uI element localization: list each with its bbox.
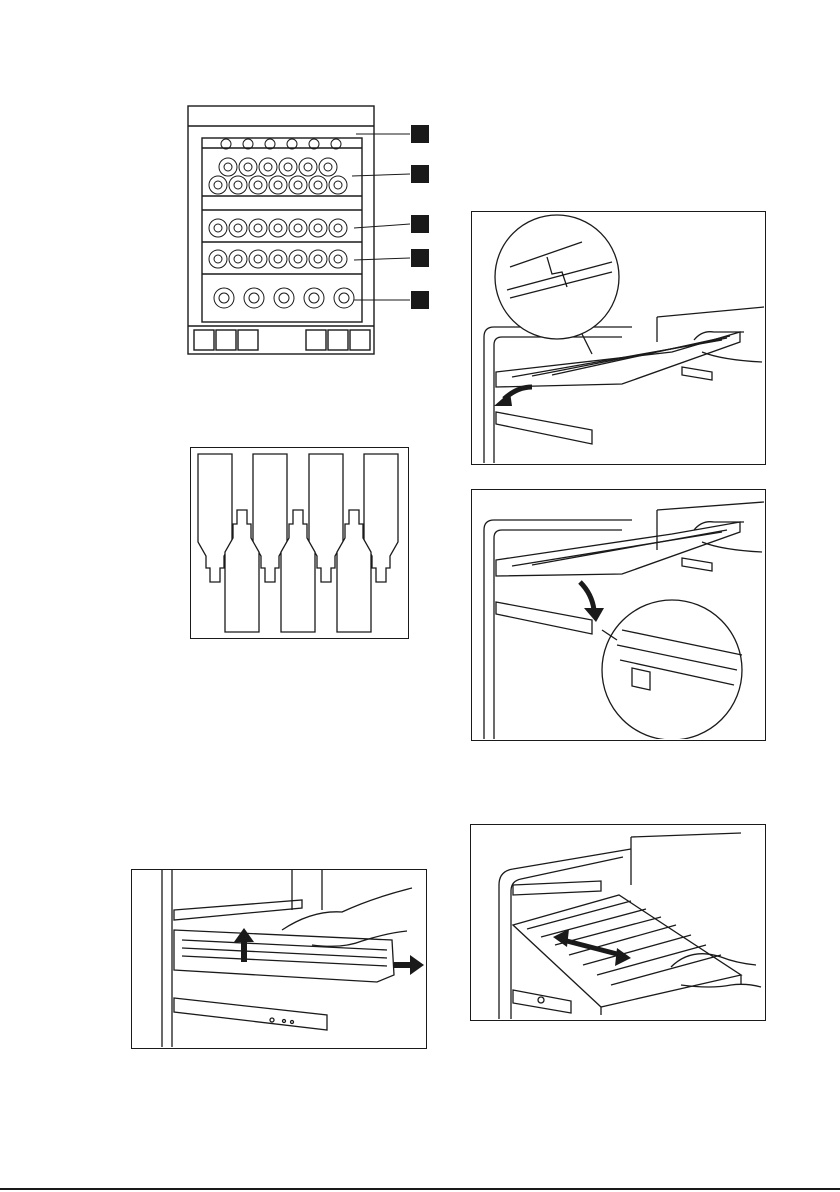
cabinet-overview-figure xyxy=(186,104,436,359)
bottle-layout-figure xyxy=(190,447,409,639)
shelf-remove-step2-illustration xyxy=(472,490,764,739)
bottle-layout-illustration xyxy=(191,448,407,637)
shelf-remove-step2-figure xyxy=(471,489,766,741)
page-bottom-rule xyxy=(0,1188,840,1190)
shelf-slide-figure xyxy=(470,824,766,1021)
cabinet-illustration xyxy=(186,104,436,359)
callout-markers xyxy=(411,125,429,309)
shelf-lift-out-figure xyxy=(131,869,427,1049)
shelf-remove-step1-figure xyxy=(471,211,766,465)
shelf-lift-out-illustration xyxy=(132,870,425,1047)
shelf-slide-illustration xyxy=(471,825,764,1019)
shelf-remove-step1-illustration xyxy=(472,212,764,463)
